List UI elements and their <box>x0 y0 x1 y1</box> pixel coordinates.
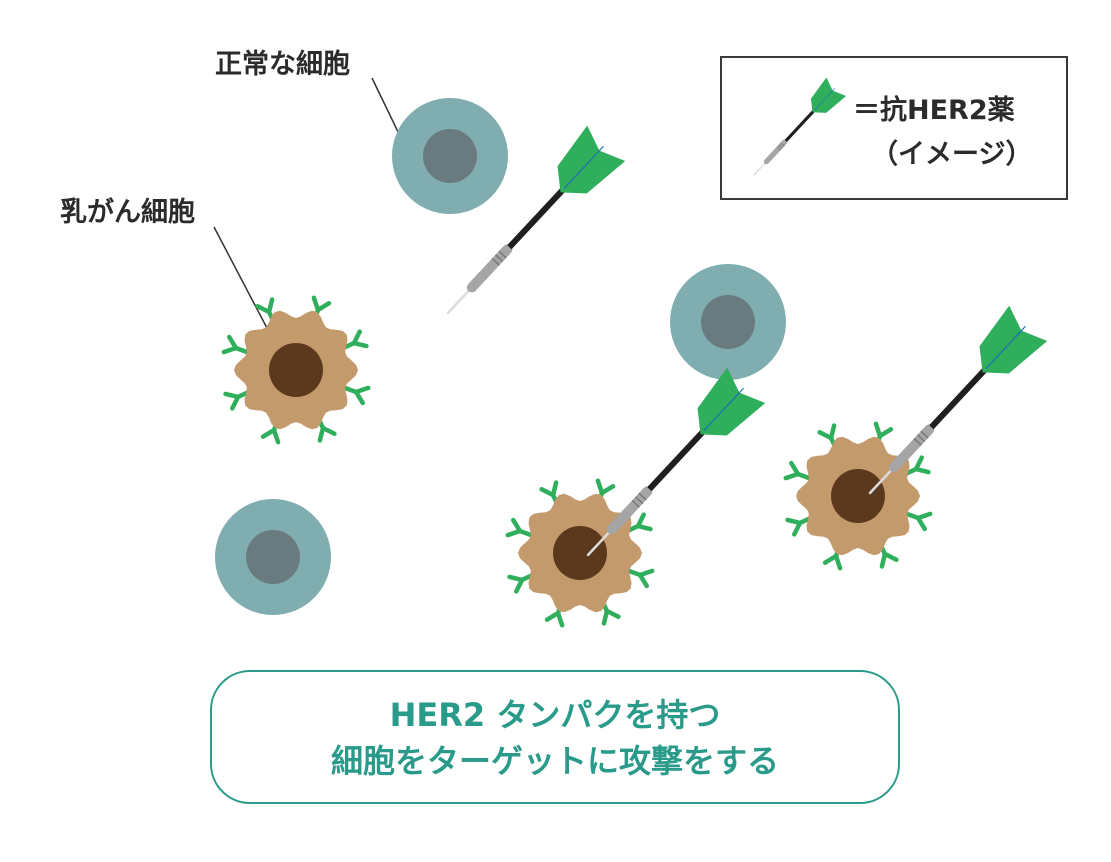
dart-icon <box>446 125 626 315</box>
caption-line-2: 細胞をターゲットに攻撃をする <box>330 742 779 780</box>
her2-receptor-icon <box>783 460 812 481</box>
dart-icon <box>868 305 1048 495</box>
normal-cell-label: 正常な細胞 <box>215 49 350 80</box>
cancer-cell-nucleus <box>831 469 885 523</box>
her2-receptor-icon <box>221 334 250 355</box>
dart-icon <box>586 367 766 557</box>
normal-cell <box>392 98 508 214</box>
cancer-cell-nucleus <box>269 343 323 397</box>
legend-sublabel: （イメージ） <box>871 139 1033 170</box>
her2-receptor-icon <box>505 517 534 538</box>
her2-receptor-icon <box>342 385 371 406</box>
cancer-cell <box>221 295 371 445</box>
legend-dart-icon <box>753 77 847 176</box>
caption-line-1: HER2 タンパクを持つ <box>389 696 721 734</box>
cancer-cell-nucleus <box>553 526 607 580</box>
caption-box: HER2 タンパクを持つ 細胞をターゲットに攻撃をする <box>210 670 900 804</box>
cancer-cell-leader-line <box>213 226 269 331</box>
legend-label: ＝抗HER2薬 <box>853 95 1015 126</box>
normal-cell <box>670 264 786 380</box>
cancer-cell-label: 乳がん細胞 <box>60 197 195 228</box>
normal-cell <box>215 499 331 615</box>
her2-receptor-icon <box>904 511 933 532</box>
her2-receptor-icon <box>626 568 655 589</box>
legend-box: ＝抗HER2薬 （イメージ） <box>720 56 1068 200</box>
